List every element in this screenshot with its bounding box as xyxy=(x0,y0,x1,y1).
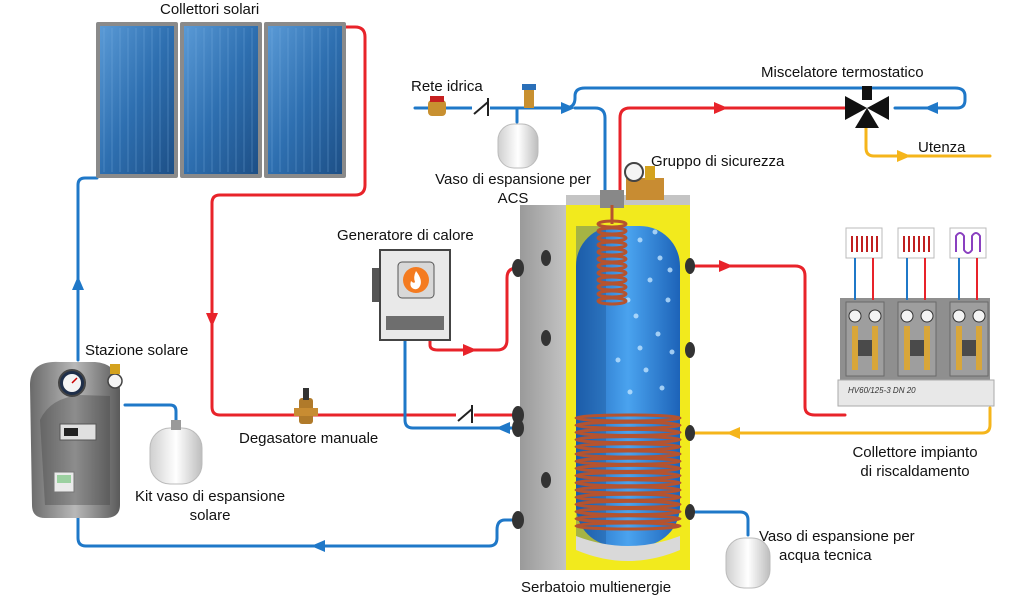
valve-icon xyxy=(430,96,444,102)
label-generatore: Generatore di calore xyxy=(337,227,474,244)
solar-station xyxy=(30,361,123,518)
underfloor-icon xyxy=(955,232,981,254)
arrow-icon xyxy=(206,313,218,327)
safety-group xyxy=(624,162,664,200)
label-collettori-solari: Collettori solari xyxy=(160,1,260,18)
generator-hot-pipe xyxy=(428,266,519,352)
gauge-icon xyxy=(107,373,123,389)
arrow-icon xyxy=(726,427,740,439)
dhw-hot-pipe xyxy=(618,106,847,202)
solar-collectors xyxy=(96,22,346,178)
solar-hot-pipe xyxy=(210,25,517,417)
heating-manifold xyxy=(837,227,995,407)
generator-cold-pipe xyxy=(403,338,517,430)
gauge-icon xyxy=(624,162,644,182)
label-vaso-tecnica-line1: Vaso di espansione per xyxy=(759,528,915,545)
flame-icon xyxy=(410,271,421,290)
manifold-plate-label: HV60/125-3 DN 20 xyxy=(848,386,916,395)
radiator-icon xyxy=(851,236,878,252)
label-vaso-tecnica-line2: acqua tecnica xyxy=(779,547,872,564)
mains-to-tank-pipe xyxy=(573,106,607,202)
multi-energy-tank xyxy=(512,190,695,570)
label-miscelatore: Miscelatore termostatico xyxy=(761,64,924,81)
arrow-icon xyxy=(463,344,477,356)
label-vaso-tecnica: Vaso di espansione per acqua tecnica xyxy=(759,527,915,565)
arrow-icon xyxy=(72,276,84,290)
manual-degasser xyxy=(294,388,318,424)
flow-arrows xyxy=(72,102,938,552)
solar-cold-pipe-left xyxy=(76,176,99,362)
heat-generator xyxy=(372,249,451,341)
mains-valve xyxy=(428,96,446,116)
mains-cold-pipe xyxy=(413,86,967,110)
label-serbatoio: Serbatoio multienergie xyxy=(521,579,672,596)
thermostatic-mixer xyxy=(845,86,889,128)
label-collettore-line1: Collettore impianto xyxy=(852,444,978,461)
label-collettore-impianto: Collettore impianto di riscaldamento xyxy=(840,443,990,481)
label-vaso-acs-line2: ACS xyxy=(497,190,529,207)
pipes xyxy=(76,25,992,548)
radiator-icon xyxy=(903,236,930,252)
label-vaso-acs-line1: Vaso di espansione per xyxy=(435,171,591,188)
acs-expansion-vessel xyxy=(497,123,539,169)
kit-vessel-pipe xyxy=(123,403,178,424)
arrow-icon xyxy=(924,102,938,114)
safety-valve-mains xyxy=(522,84,536,108)
label-kit-vaso-line2: solare xyxy=(189,507,231,524)
label-utenza: Utenza xyxy=(918,139,966,156)
arrow-icon xyxy=(496,422,510,434)
arrow-icon xyxy=(714,102,728,114)
arrow-icon xyxy=(561,102,575,114)
label-collettore-line2: di riscaldamento xyxy=(860,463,970,480)
label-kit-vaso-line1: Kit vaso di espansione xyxy=(134,488,286,505)
heating-hot-pipe xyxy=(688,264,847,417)
label-rete-idrica: Rete idrica xyxy=(411,78,483,95)
label-degasatore: Degasatore manuale xyxy=(239,430,379,447)
arrow-icon xyxy=(719,260,733,272)
label-gruppo-sicurezza: Gruppo di sicurezza xyxy=(651,153,785,170)
solar-cold-pipe-bottom xyxy=(76,510,517,548)
tech-vessel-pipe xyxy=(688,510,750,537)
user-pipe xyxy=(864,123,992,158)
arrow-icon xyxy=(897,150,911,162)
heating-return-pipe xyxy=(688,406,992,435)
label-vaso-acs: Vaso di espansione per ACS xyxy=(413,170,613,208)
tech-water-vessel xyxy=(725,537,771,589)
label-stazione-solare: Stazione solare xyxy=(85,342,189,359)
arrow-icon xyxy=(311,540,325,552)
solar-kit-vessel xyxy=(149,420,203,485)
label-kit-vaso: Kit vaso di espansione solare xyxy=(130,487,290,525)
check-valve-icon xyxy=(472,98,490,116)
check-valve-icon xyxy=(456,405,474,423)
